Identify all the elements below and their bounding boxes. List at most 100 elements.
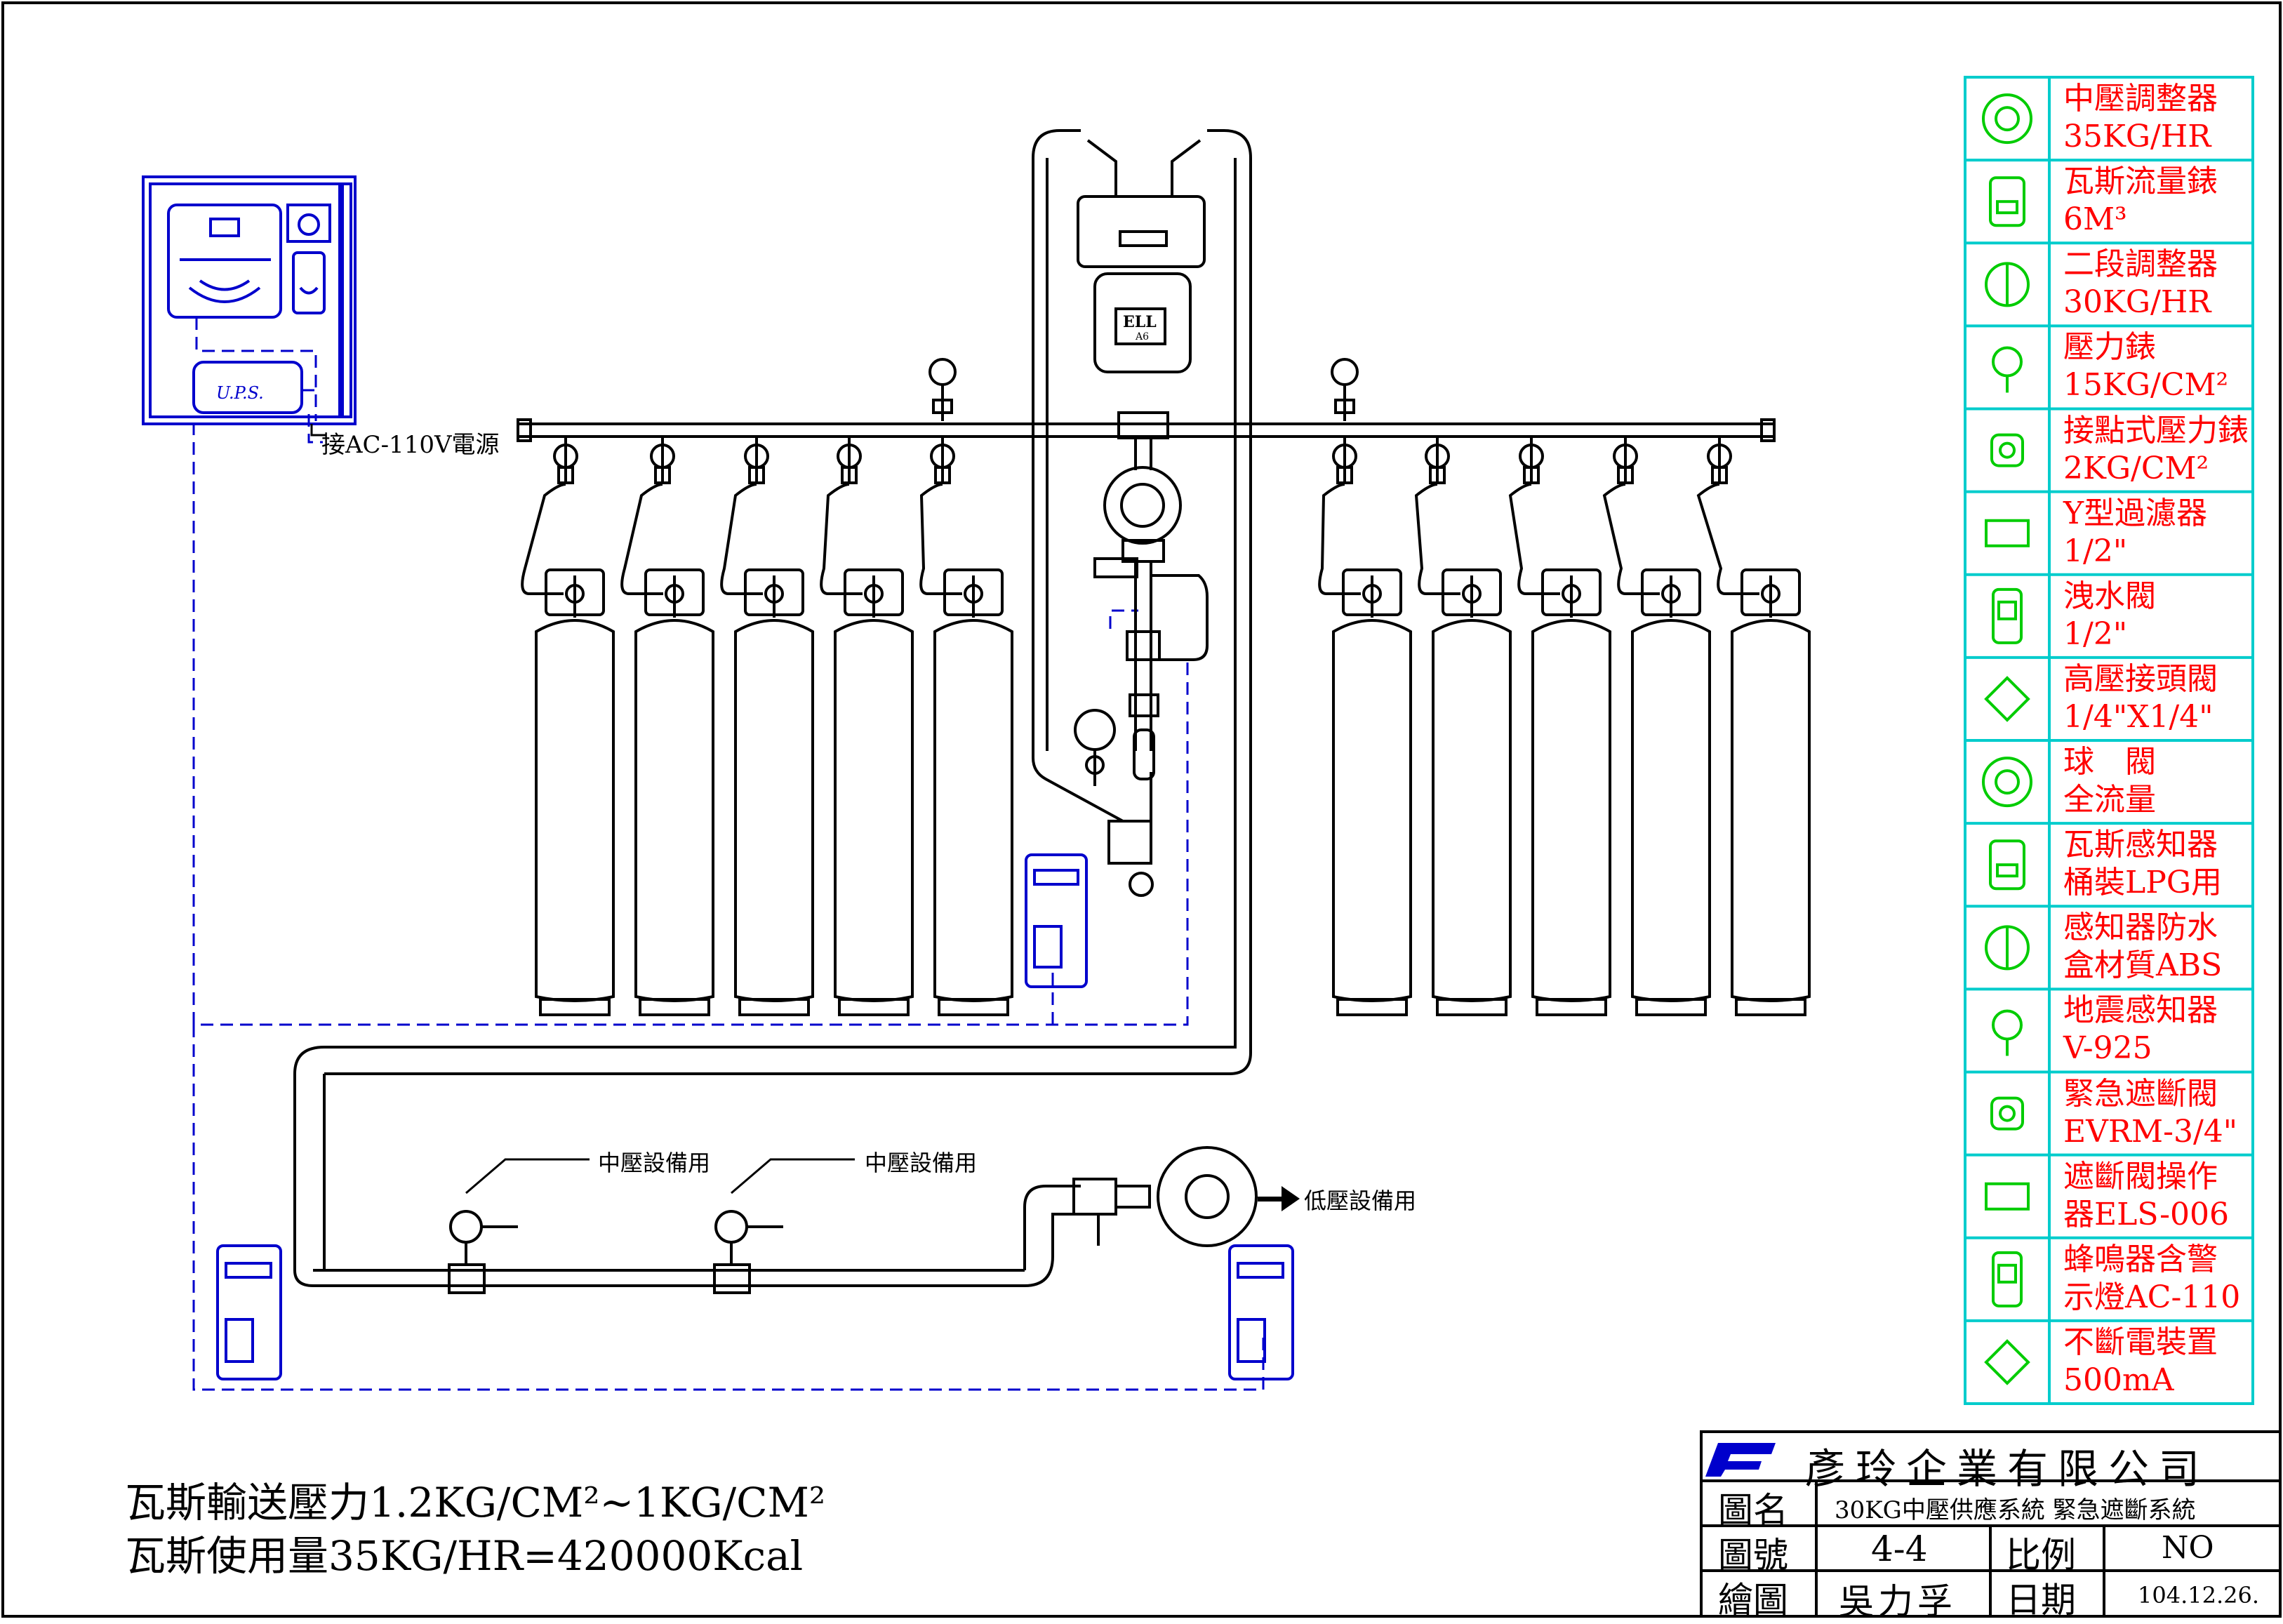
legend-item-spec: 1/4"X1/4": [2063, 698, 2214, 735]
legend-item-spec: 示燈AC-110: [2063, 1279, 2241, 1315]
controller-icon: [1985, 1182, 2030, 1211]
legend-item-name: 不斷電裝置: [2063, 1324, 2218, 1360]
legend-item-name: 高壓接頭閥: [2063, 660, 2218, 697]
gas-cylinder: [820, 437, 914, 1016]
gas-detector-right: [1228, 1244, 1294, 1380]
company-name: 彥玲企業有限公司: [1805, 1445, 2210, 1493]
legend-item-name: 接點式壓力錶: [2063, 412, 2249, 448]
distribution-pipe: [293, 1032, 1252, 1294]
name-label: 圖名: [1718, 1490, 1788, 1531]
usage-note: 瓦斯使用量35KG/HR=420000Kcal: [125, 1532, 804, 1580]
hp-valve-icon: [1984, 676, 2030, 722]
legend-item-label: 感知器防水盒材質ABS: [2063, 909, 2222, 985]
pressure-gauge-icon: [1992, 346, 2023, 393]
legend-item-name: 球 閥: [2063, 744, 2156, 780]
scale-value: NO: [2162, 1530, 2214, 1566]
meter-assembly: [1032, 129, 1252, 1032]
legend-item-spec: 器ELS-006: [2063, 1196, 2229, 1232]
legend-item-spec: 35KG/HR: [2063, 119, 2211, 154]
gas-cylinder: [919, 437, 1013, 1016]
gas-cylinder: [720, 437, 814, 1016]
legend-item-label: 蜂鳴器含警示燈AC-110: [2063, 1241, 2240, 1317]
ups-box: [192, 361, 303, 414]
drain-valve-icon: [1992, 587, 2023, 644]
date-label: 日期: [2006, 1580, 2076, 1620]
legend-item-name: 遮斷閥操作: [2063, 1158, 2218, 1194]
panel-wiring: [192, 317, 1265, 1391]
ball-valve-icon: [1982, 757, 2032, 808]
legend-item-spec: 全流量: [2063, 782, 2156, 818]
legend-item-spec: 15KG/CM²: [2063, 367, 2229, 404]
legend-item-spec: 盒材質ABS: [2063, 947, 2223, 984]
legend-icon-column: [1982, 93, 2032, 1385]
legend-item-name: 壓力錶: [2063, 329, 2156, 366]
legend-item-name: 地震感知器: [2063, 992, 2218, 1029]
legend-item-spec: 30KG/HR: [2063, 284, 2211, 321]
mp-standby-label-2: 中壓設備用: [865, 1150, 978, 1176]
legend-item-spec: 6M³: [2063, 201, 2127, 238]
gas-cylinder: [1508, 437, 1611, 1016]
regulator-icon: [1985, 262, 2030, 307]
scale-label: 比例: [2006, 1535, 2076, 1576]
legend-item-name: 中壓調整器: [2063, 81, 2218, 117]
drawn-label: 繪圖: [1718, 1580, 1788, 1620]
drawing-number: 4-4: [1871, 1529, 1928, 1569]
gas-cylinder: [1602, 437, 1711, 1016]
company-logo-icon: [1705, 1443, 1776, 1477]
legend-item-label: 球 閥全流量: [2063, 743, 2156, 819]
legend-item-spec: 1/2": [2063, 533, 2128, 569]
lp-standby-label: 低壓設備用: [1304, 1187, 1417, 1214]
leader-lines: [310, 424, 855, 1194]
cylinder-bank: [521, 437, 1811, 1016]
lp-arrow-icon: [1258, 1186, 1300, 1211]
gas-cylinder: [1414, 437, 1512, 1016]
control-panel: [142, 175, 357, 425]
legend-item-label: 遮斷閥操作器ELS-006: [2063, 1158, 2229, 1234]
legend-item-name: 緊急遮斷閥: [2063, 1075, 2218, 1112]
legend-item-name: 洩水閥: [2063, 578, 2156, 614]
power-label: 接AC-110V電源: [321, 431, 500, 459]
legend-item-name: 二段調整器: [2063, 246, 2218, 283]
manifold-gauge-right: [1331, 358, 1359, 421]
ups-label: U.P.S.: [216, 383, 264, 403]
title-block: [1700, 1430, 2282, 1618]
contact-gauge-icon: [1990, 433, 2024, 467]
meter-model-label: A6: [1136, 331, 1150, 342]
drawing-name: 30KG中壓供應系統 緊急遮斷系統: [1835, 1496, 2196, 1524]
legend-item-spec: V-925: [2063, 1030, 2152, 1067]
gas-cylinder: [1696, 437, 1811, 1016]
legend-item-spec: 2KG/CM²: [2063, 450, 2209, 486]
gas-detector-left: [216, 1244, 282, 1380]
manifold-gauge-left: [928, 358, 957, 421]
ball-valve-2: [714, 1210, 783, 1265]
gas-cylinder: [1318, 437, 1412, 1016]
legend-item-spec: 500mA: [2063, 1362, 2174, 1398]
buzzer-icon: [1992, 1251, 2023, 1307]
ball-valve-1: [449, 1210, 518, 1265]
legend-item-name: 感知器防水: [2063, 910, 2218, 946]
gas-meter-icon: [1989, 176, 2025, 227]
legend-item-spec: 桶裝LPG用: [2063, 865, 2222, 901]
meter-brand-label: ELL: [1123, 313, 1157, 331]
y-strainer-icon: [1985, 519, 2030, 547]
legend-rows: [1965, 159, 2253, 1322]
gas-cylinder: [620, 437, 714, 1016]
pressure-note: 瓦斯輸送壓力1.2KG/CM²~1KG/CM²: [125, 1479, 826, 1526]
number-label: 圖號: [1718, 1535, 1788, 1576]
legend-item-name: 瓦斯流量錶: [2063, 164, 2218, 200]
gas-cylinder: [521, 437, 615, 1016]
seismic-sensor-icon: [1992, 1009, 2023, 1056]
legend-item-label: 瓦斯感知器桶裝LPG用: [2063, 826, 2222, 902]
legend-item-name: 瓦斯感知器: [2063, 827, 2218, 863]
drawn-by: 吳力孚: [1839, 1581, 1957, 1622]
